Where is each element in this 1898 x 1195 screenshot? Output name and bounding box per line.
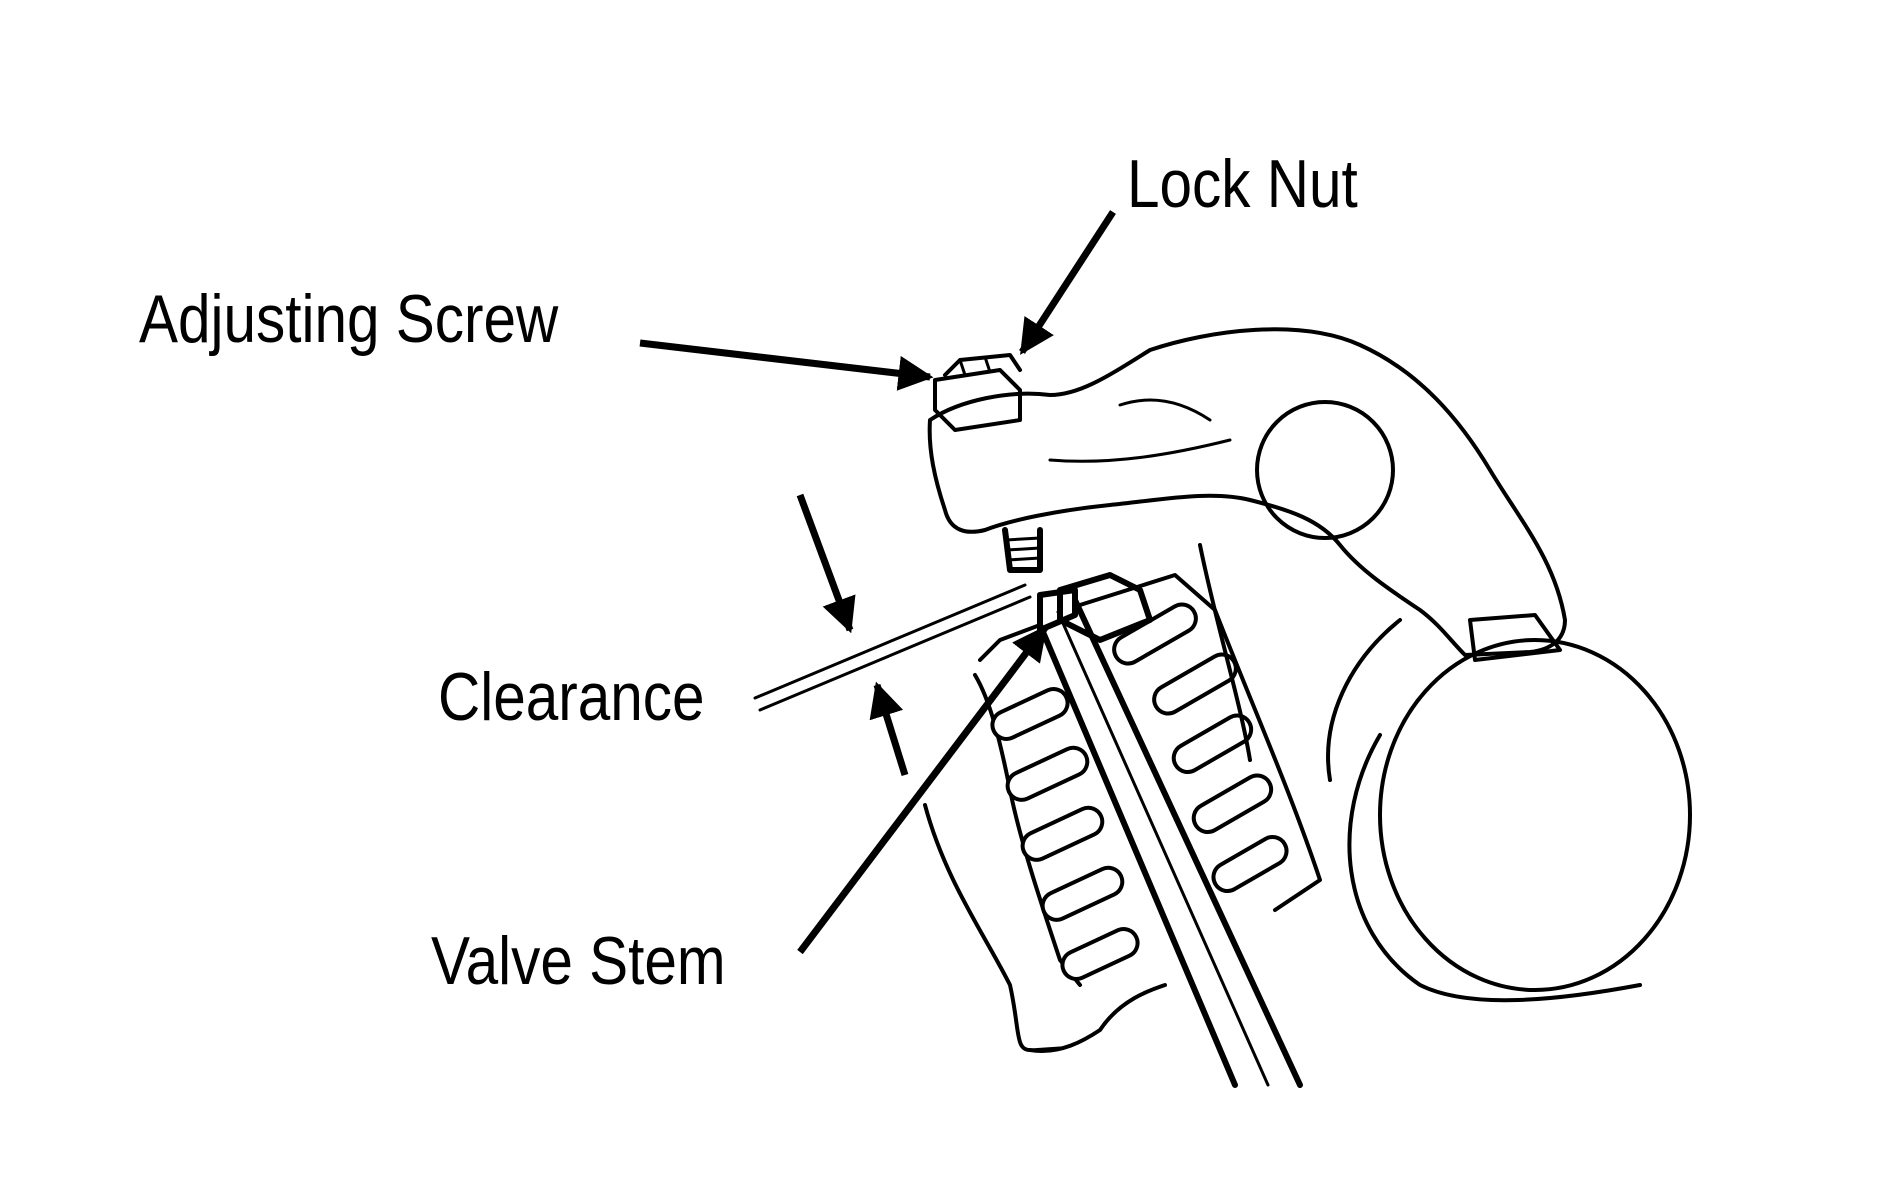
cylinder-head-step — [1028, 1046, 1062, 1052]
valve-stem-shape — [1037, 587, 1303, 1088]
lock-nut-label: Lock Nut — [1127, 147, 1358, 222]
adjusting-screw-label: Adjusting Screw — [139, 282, 558, 357]
cylinder-head-body — [923, 803, 1167, 1053]
clearance-label: Clearance — [438, 660, 705, 735]
clearance-dimension-arrows — [796, 493, 909, 777]
valve-spring — [990, 602, 1289, 981]
rocker-arm-detail — [1048, 398, 1232, 463]
clearance-leader — [753, 583, 1032, 712]
valve-stem-label: Valve Stem — [431, 924, 726, 999]
lock-nut-leader — [1019, 210, 1116, 355]
rocker-arm-body — [927, 327, 1567, 657]
adjusting-screw-shape — [933, 353, 1043, 573]
rocker-support — [1198, 543, 1252, 762]
valve-stem-leader — [797, 625, 1048, 955]
adjusting-screw-leader — [639, 339, 934, 391]
rocker-pivot-bore — [1255, 400, 1395, 540]
rocker-arm-assembly — [923, 327, 1692, 1088]
rocker-pad — [1468, 613, 1562, 662]
cam-lobe — [1326, 618, 1692, 1003]
